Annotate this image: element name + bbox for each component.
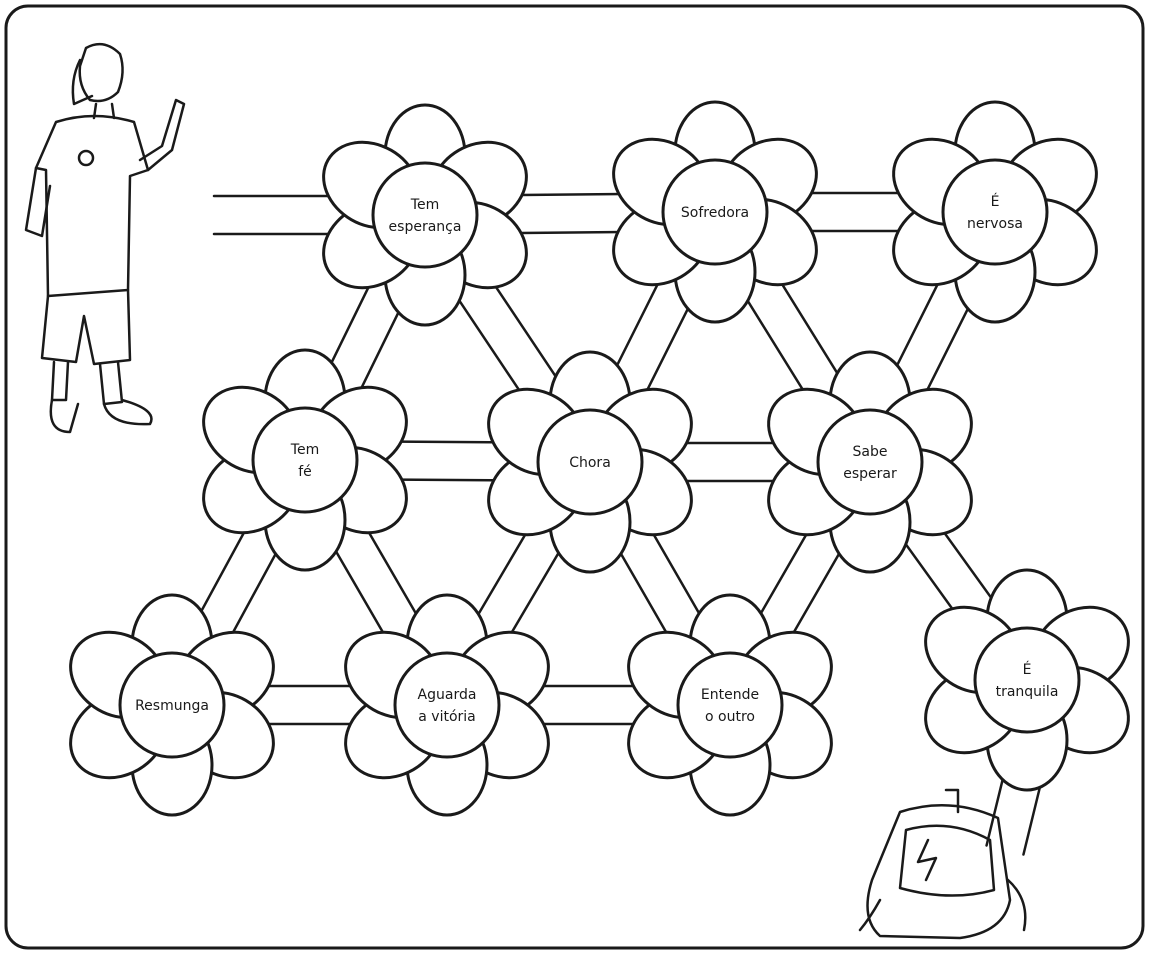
flower-label: esperar [843, 466, 897, 482]
flower-label: Tem [410, 197, 439, 213]
flower-label: tranquila [996, 684, 1059, 700]
flower-center [395, 653, 499, 757]
flower-center [975, 628, 1079, 732]
flower-label: nervosa [967, 216, 1023, 232]
flower-label: a vitória [418, 709, 475, 725]
flower-label: fé [298, 464, 312, 480]
flower-label: É [1023, 661, 1032, 678]
flower-label: esperança [389, 219, 462, 235]
flower-label: Tem [290, 442, 319, 458]
flower-center [373, 163, 477, 267]
flower-label: Aguarda [418, 687, 477, 703]
flower-center [943, 160, 1047, 264]
flower-center [253, 408, 357, 512]
flower-label: Sofredora [681, 205, 749, 221]
flower-label: o outro [705, 709, 755, 725]
flower-label: É [991, 193, 1000, 210]
flower-label: Sabe [853, 444, 888, 460]
flower-label: Resmunga [135, 698, 209, 714]
flower-label: Entende [701, 687, 759, 703]
flower-label: Chora [569, 455, 611, 471]
flower-center [818, 410, 922, 514]
flower-center [678, 653, 782, 757]
